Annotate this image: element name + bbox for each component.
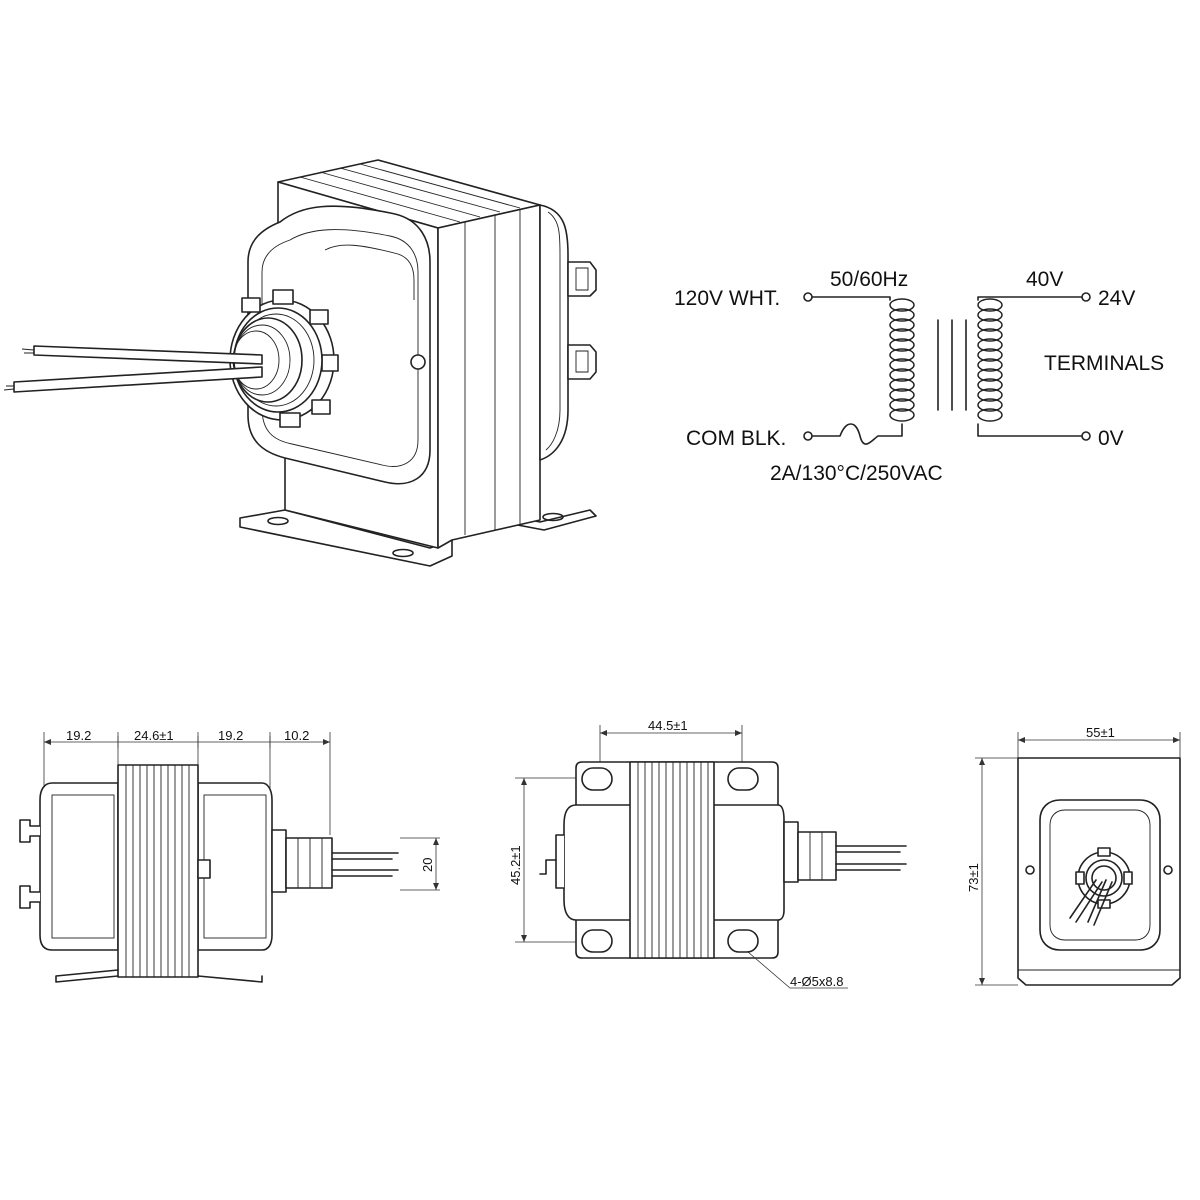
coil-turn xyxy=(889,308,915,322)
coil-turn xyxy=(889,348,915,362)
rating-label: 2A/130°C/250VAC xyxy=(770,462,943,485)
front-core xyxy=(629,761,715,959)
coil-turn xyxy=(889,338,915,352)
terminals-label: TERMINALS xyxy=(1044,352,1164,375)
secondary-top-label: 24V xyxy=(1098,287,1135,310)
side-core xyxy=(117,764,199,978)
coil-turn xyxy=(977,388,1003,402)
front-view: 44.5±1 45.2±1 4-Ø5x8.8 xyxy=(508,718,907,989)
side-core-laminations xyxy=(125,765,190,977)
end-view: 55±1 73±1 xyxy=(966,725,1181,986)
primary-bottom-label: COM BLK. xyxy=(686,427,786,450)
core-lines xyxy=(937,319,967,411)
coil-turn xyxy=(977,318,1003,332)
front-core-laminations xyxy=(637,762,709,958)
front-holes-dim: 4-Ø5x8.8 xyxy=(790,974,843,989)
terminal-24v xyxy=(1081,292,1091,302)
coil-turn xyxy=(977,338,1003,352)
side-dim-1: 19.2 xyxy=(66,728,91,743)
coil-turn xyxy=(977,308,1003,322)
side-feet xyxy=(55,969,263,983)
coil-turn xyxy=(889,318,915,332)
end-height-dim: 73±1 xyxy=(966,863,981,892)
side-left-bell xyxy=(39,782,119,951)
coil-turn xyxy=(889,398,915,412)
side-conduit xyxy=(285,837,333,889)
primary-coil xyxy=(889,298,915,422)
secondary-voltage-label: 40V xyxy=(1026,268,1063,291)
side-dim-3: 19.2 xyxy=(218,728,243,743)
front-conduit xyxy=(797,831,837,881)
secondary-bottom-label: 0V xyxy=(1098,427,1124,450)
coil-turn xyxy=(977,348,1003,362)
lock-nut xyxy=(229,289,339,428)
rear-bell xyxy=(539,204,569,461)
side-right-bell xyxy=(197,782,273,951)
coil-turn xyxy=(889,408,915,422)
front-width-dim: 44.5±1 xyxy=(648,718,688,733)
lead-wires xyxy=(3,345,263,393)
coil-turn xyxy=(889,358,915,372)
terminal-0v xyxy=(1081,431,1091,441)
coil-turn xyxy=(889,378,915,392)
end-width-dim: 55±1 xyxy=(1086,725,1115,740)
coil-turn xyxy=(977,298,1003,312)
terminal-tabs xyxy=(567,261,597,380)
isometric-view xyxy=(3,159,597,567)
coil-turn xyxy=(977,368,1003,382)
core-side-face xyxy=(437,204,541,549)
coil-turn xyxy=(889,328,915,342)
side-dim-4: 10.2 xyxy=(284,728,309,743)
coil-turn xyxy=(889,298,915,312)
coil-turn xyxy=(889,368,915,382)
terminal-120v xyxy=(803,292,813,302)
coil-turn xyxy=(977,408,1003,422)
side-lead-dim: 20 xyxy=(420,858,435,872)
coil-turn xyxy=(977,358,1003,372)
frequency-label: 50/60Hz xyxy=(830,268,908,291)
fuse-symbol xyxy=(811,423,903,445)
schematic: 120V WHT. COM BLK. 50/60Hz 2A/130°C/250V… xyxy=(674,268,1164,485)
side-view: 19.2 24.6±1 19.2 10.2 20 xyxy=(19,728,440,983)
coil-turn xyxy=(977,378,1003,392)
secondary-coil xyxy=(977,298,1003,422)
coil-turn xyxy=(977,398,1003,412)
primary-top-label: 120V WHT. xyxy=(674,287,780,310)
side-dim-2: 24.6±1 xyxy=(134,728,174,743)
front-height-dim: 45.2±1 xyxy=(508,845,523,885)
coil-turn xyxy=(977,328,1003,342)
terminal-com xyxy=(803,431,813,441)
coil-turn xyxy=(889,388,915,402)
